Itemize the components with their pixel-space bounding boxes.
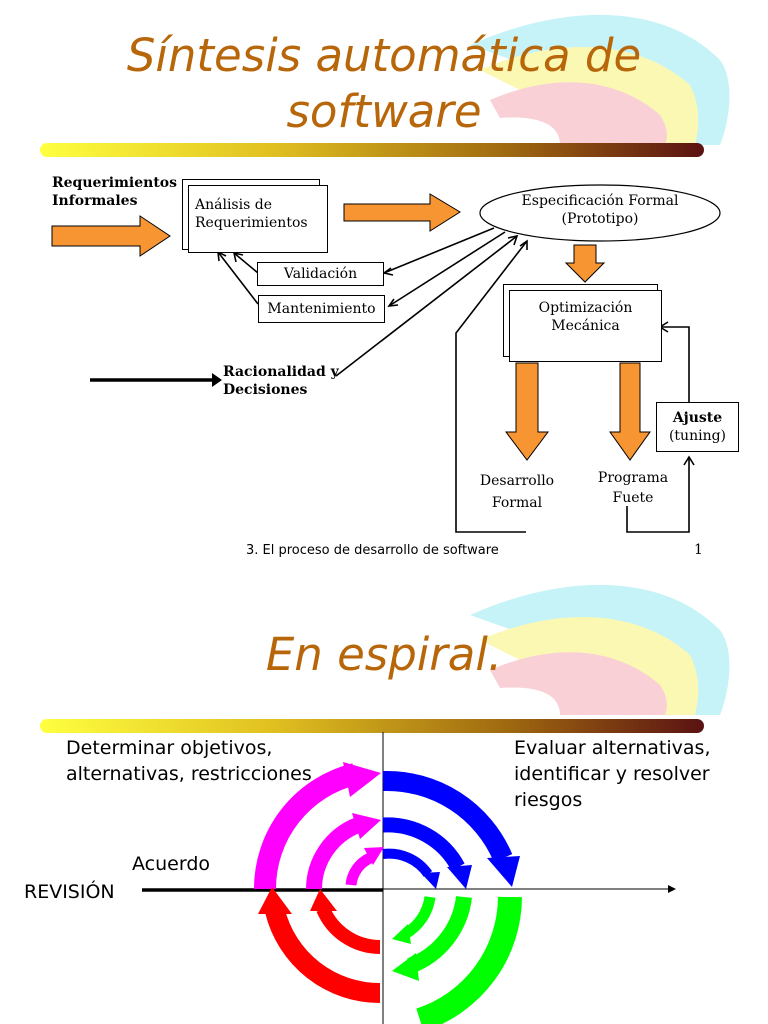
adjust-box: Ajuste (tuning) xyxy=(656,402,739,452)
formal-dev-label: Desarrollo Formal xyxy=(479,473,555,511)
quadrant-risks: Evaluar alternativas, identificar y reso… xyxy=(514,737,711,811)
review-label: REVISIÓN xyxy=(24,881,115,903)
rationale-label: Racionalidad y Decisiones xyxy=(223,364,339,398)
slide1-title-line1: Síntesis automática de xyxy=(126,29,642,82)
analysis-to-spec-arrow xyxy=(343,193,461,232)
slide-synthesis: Síntesis automática de software Requerim… xyxy=(40,14,739,558)
slide1-title-line2: software xyxy=(286,85,482,138)
decorative-swoosh-2 xyxy=(470,584,730,715)
spec-ellipse xyxy=(479,184,721,242)
agreement-label: Acuerdo xyxy=(132,853,211,875)
spec-to-optimization-arrow xyxy=(564,244,606,283)
slide-footer: 3. El proceso de desarrollo de software xyxy=(246,543,499,558)
input-label: Requerimientos Informales xyxy=(52,175,178,209)
maintenance-box: Mantenimiento xyxy=(258,295,385,323)
slide-spiral: En espiral. Determinar objetivos, altern… xyxy=(0,575,768,1024)
optimization-box: Optimización Mecánica xyxy=(509,290,662,362)
optimization-to-program-arrow xyxy=(609,362,651,461)
decorative-swoosh xyxy=(470,14,730,145)
input-arrow xyxy=(51,215,171,257)
page-number: 1 xyxy=(694,542,703,558)
quadrant-objectives: Determinar objetivos, alternativas, rest… xyxy=(66,737,312,785)
slide2-title: En espiral. xyxy=(265,628,503,681)
title-divider xyxy=(40,143,704,157)
analysis-box: Análisis de Requerimientos xyxy=(188,185,328,253)
spiral xyxy=(253,762,522,1024)
program-label: Programa Fuete xyxy=(597,470,669,506)
optimization-to-formal-arrow xyxy=(505,362,549,461)
slide1-graphics xyxy=(40,14,730,533)
spec-label: Especificación Formal (Prototipo) xyxy=(521,193,679,227)
validation-box: Validación xyxy=(257,262,384,286)
connector-lines xyxy=(217,227,695,533)
title-divider-2 xyxy=(40,719,704,733)
slide2-graphics xyxy=(40,584,730,1024)
